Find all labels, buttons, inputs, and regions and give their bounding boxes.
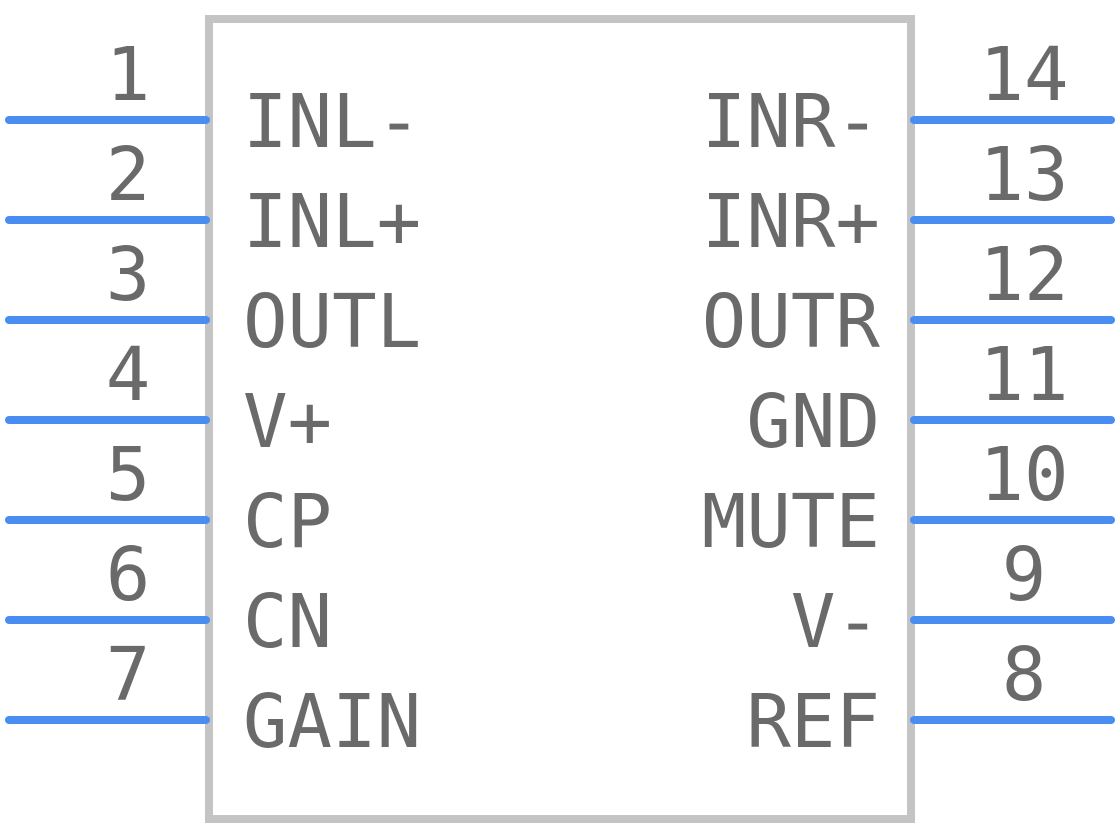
pin-number-14: 14 bbox=[979, 32, 1068, 118]
pin-number-11: 11 bbox=[979, 332, 1068, 418]
pin-name-13: INR+ bbox=[702, 179, 880, 265]
pin-number-3: 3 bbox=[106, 232, 151, 318]
pin-name-4: V+ bbox=[243, 379, 332, 465]
pin-number-1: 1 bbox=[106, 32, 151, 118]
pin-name-10: MUTE bbox=[702, 479, 880, 565]
pin-number-5: 5 bbox=[106, 432, 151, 518]
pin-number-4: 4 bbox=[106, 332, 151, 418]
pin-name-12: OUTR bbox=[702, 279, 881, 365]
pin-number-12: 12 bbox=[979, 232, 1068, 318]
pin-name-2: INL+ bbox=[243, 179, 421, 265]
pin-name-8: REF bbox=[746, 679, 880, 765]
pin-number-7: 7 bbox=[106, 632, 151, 718]
pin-number-9: 9 bbox=[1002, 532, 1047, 618]
pin-number-6: 6 bbox=[106, 532, 151, 618]
pin-name-6: CN bbox=[243, 579, 332, 665]
pin-number-10: 10 bbox=[979, 432, 1068, 518]
pin-name-3: OUTL bbox=[243, 279, 421, 365]
pin-name-7: GAIN bbox=[243, 679, 421, 765]
pin-name-14: INR- bbox=[702, 79, 880, 165]
pin-name-1: INL- bbox=[243, 79, 421, 165]
pin-name-11: GND bbox=[746, 379, 880, 465]
pin-number-13: 13 bbox=[979, 132, 1068, 218]
pin-name-5: CP bbox=[243, 479, 332, 565]
pin-name-9: V- bbox=[791, 579, 880, 665]
pin-number-2: 2 bbox=[106, 132, 151, 218]
pin-number-8: 8 bbox=[1002, 632, 1047, 718]
